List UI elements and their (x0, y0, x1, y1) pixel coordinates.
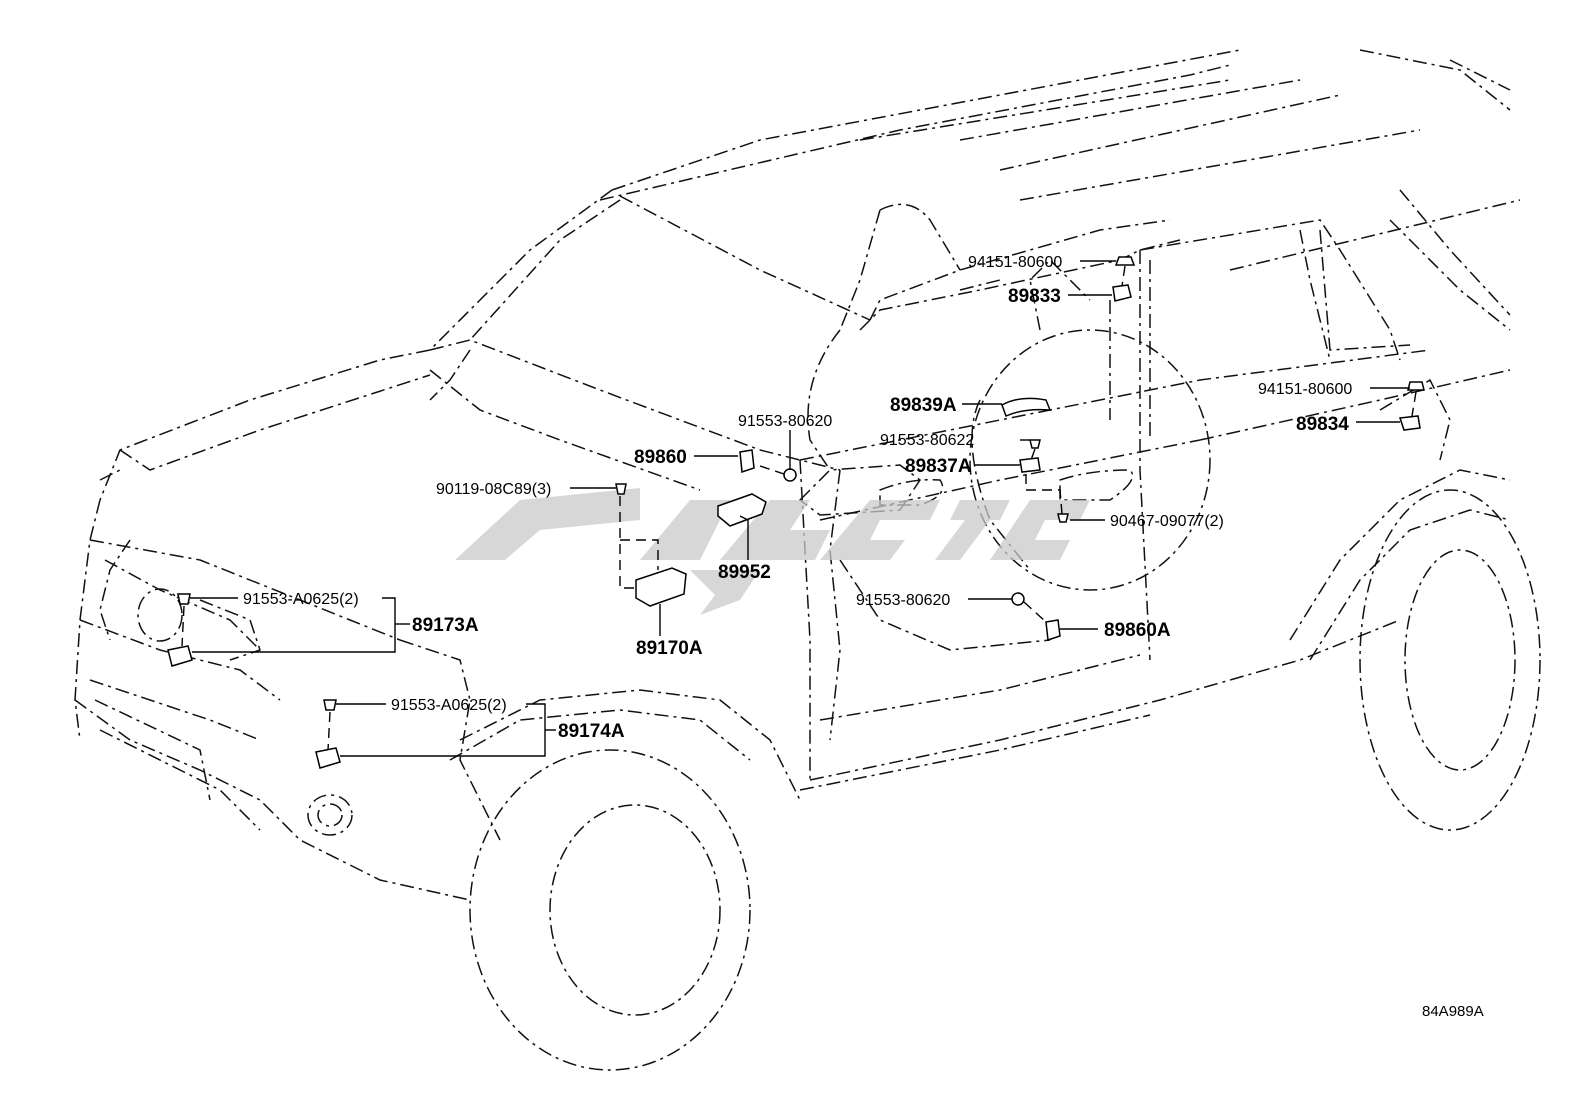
bolt-91553-80620-top-icon (783, 468, 797, 482)
bolt-91553-A0625-a-icon (177, 593, 191, 605)
bolt-91553-80622-icon (1029, 439, 1041, 449)
sensor-89860A-icon (1045, 619, 1061, 642)
callout-89174A: 89174A (558, 721, 625, 742)
sensor-89174A-icon (315, 747, 341, 769)
callout-94151-80600-right: 94151-80600 (1258, 381, 1352, 398)
leader-lines (181, 260, 1417, 757)
module-89170A-icon (635, 567, 687, 607)
callout-89952: 89952 (718, 562, 771, 583)
callout-90467-09077: 90467-09077(2) (1110, 513, 1224, 530)
callout-89834: 89834 (1296, 414, 1349, 435)
callout-89170A: 89170A (636, 638, 703, 659)
callouts: 94151-80600 89833 89839A 91553-80620 915… (243, 254, 1352, 742)
callout-89173A: 89173A (412, 615, 479, 636)
callout-89860: 89860 (634, 447, 687, 468)
callout-91553-80622: 91553-80622 (880, 432, 974, 449)
sensor-89833-icon (1112, 284, 1132, 302)
clip-90467-icon (1057, 513, 1069, 523)
sensor-89173A-icon (167, 645, 193, 667)
module-89952-icon (717, 493, 767, 527)
parts (167, 256, 1425, 769)
callout-90119-08C89: 90119-08C89(3) (436, 481, 551, 498)
callout-91553-A0625-a: 91553-A0625(2) (243, 591, 359, 608)
callout-91553-A0625-b: 91553-A0625(2) (391, 697, 507, 714)
bolt-91553-A0625-b-icon (323, 699, 337, 711)
screw-90119-icon (615, 483, 627, 495)
sensor-89860-icon (739, 449, 755, 474)
watermark-logo (455, 488, 1090, 615)
callout-89839A: 89839A (890, 395, 957, 416)
callout-89860A: 89860A (1104, 620, 1171, 641)
callout-91553-80620-top: 91553-80620 (738, 413, 832, 430)
sensor-89834-icon (1398, 415, 1421, 431)
diagram-reference-code: 84A989A (1422, 1003, 1484, 1020)
sensor-89839A-icon (1001, 397, 1052, 418)
bolt-91553-80620-low-icon (1011, 592, 1025, 606)
callout-89833: 89833 (1008, 286, 1061, 307)
vehicle-outline (74, 49, 1541, 1071)
nut-94151-top-icon (1114, 256, 1136, 266)
nut-94151-right-icon (1407, 381, 1425, 391)
callout-89837A: 89837A (905, 456, 972, 477)
sensor-89837A-icon (1019, 457, 1041, 473)
callout-91553-80620-low: 91553-80620 (856, 592, 950, 609)
callout-94151-80600-top: 94151-80600 (968, 254, 1062, 271)
